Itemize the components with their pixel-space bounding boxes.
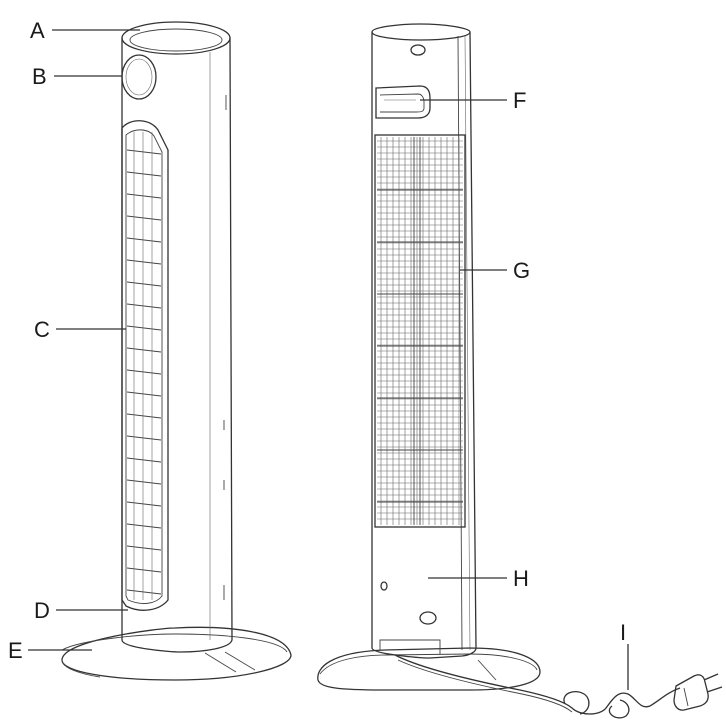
front-fan [61, 21, 292, 681]
power-cord [394, 654, 681, 719]
rear-base [317, 647, 541, 691]
label-d: D [34, 598, 50, 623]
callout-labels: A B C D E F G H I [8, 18, 626, 663]
label-e: E [8, 638, 23, 663]
rear-fan [317, 23, 723, 719]
callout-lines [28, 29, 629, 690]
label-c: C [34, 317, 50, 342]
rear-body [371, 23, 477, 659]
label-g: G [513, 258, 530, 283]
front-air-outlet-grille [121, 120, 169, 611]
front-control-panel [121, 54, 157, 100]
label-h: H [513, 566, 529, 591]
label-f: F [513, 88, 526, 113]
rear-air-inlet-grille [374, 134, 466, 528]
label-i: I [620, 620, 626, 645]
rear-carry-handle [375, 85, 431, 119]
front-base [61, 626, 292, 681]
front-body [121, 21, 233, 653]
label-a: A [30, 18, 45, 43]
label-b: B [32, 64, 47, 89]
power-plug [673, 673, 723, 711]
